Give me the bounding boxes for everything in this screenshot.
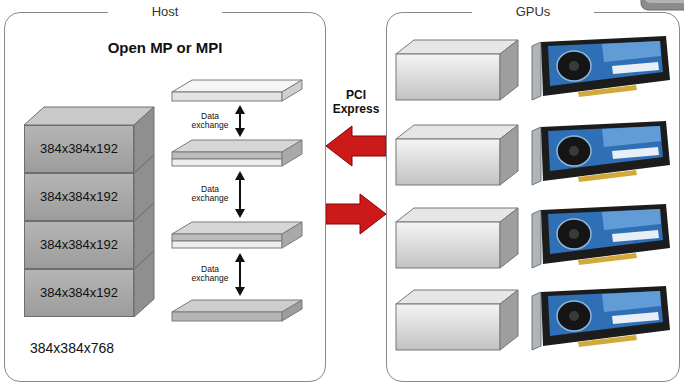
- data-block: 384x384x192: [24, 269, 134, 317]
- label-holder: 384x384x768: [30, 340, 170, 357]
- corner-tab: [641, 0, 684, 10]
- gpu-panel: GPUs: [386, 12, 680, 382]
- panel-title: Host: [108, 4, 223, 20]
- gpu-memory-block: [500, 40, 518, 100]
- gpu-memory-block: [396, 40, 518, 54]
- slab: [172, 222, 302, 234]
- slab: [282, 300, 302, 321]
- block-size: 384x384x192: [40, 285, 118, 301]
- exchange-arrow: [239, 178, 241, 211]
- label-holder: Data exchange: [188, 112, 232, 130]
- gpu-memory-block: [500, 290, 518, 350]
- slab: [172, 159, 282, 166]
- gpu-memory-block: [396, 222, 500, 268]
- slab: [172, 300, 302, 312]
- gpu-card: [532, 36, 670, 100]
- slab: [172, 80, 302, 92]
- block-size: 384x384x192: [40, 237, 118, 253]
- exchange-arrow: [239, 260, 241, 289]
- label-holder: PCI Express: [326, 88, 386, 116]
- panel-title: GPUs: [472, 4, 595, 20]
- stack-faces: [134, 251, 154, 317]
- gpu-memory-block: [396, 125, 518, 139]
- exchange-label: Data exchange: [188, 265, 232, 283]
- transfer-arrow: [326, 126, 386, 166]
- slab: [282, 80, 302, 101]
- gpu-memory-block: [396, 304, 500, 350]
- slab: [172, 241, 282, 248]
- gpu-card: [532, 36, 670, 350]
- exchange-arrow: [239, 112, 241, 130]
- exchange-arrow: [235, 253, 245, 262]
- gpu-card: [532, 204, 670, 268]
- exchange-arrow: [235, 171, 245, 180]
- exchange-arrow: [235, 105, 245, 296]
- stack-faces: [24, 107, 154, 125]
- gpu-memory-block: [396, 290, 518, 304]
- data-block: 384x384x192: [24, 125, 134, 173]
- panel-heading: Open MP or MPI: [108, 39, 223, 57]
- gpu-memory-block: [396, 54, 500, 100]
- exchange-arrow: [235, 209, 245, 218]
- gpu-memory-block: [396, 139, 500, 185]
- data-block: 384x384x192: [24, 221, 134, 269]
- gpu-card: [532, 121, 670, 185]
- gpu-memory-block: [396, 208, 518, 222]
- slab: [172, 234, 282, 241]
- gpu-card: [532, 286, 670, 350]
- corner-tab: [641, 0, 684, 10]
- label-holder: Data exchange: [188, 265, 232, 283]
- slab: [172, 152, 282, 159]
- exchange-arrow: [235, 287, 245, 296]
- exchange-arrow: [235, 105, 245, 114]
- gpu-memory-block: [396, 40, 518, 350]
- exchange-arrow: [235, 128, 245, 137]
- slab: [172, 140, 302, 152]
- total-size: 384x384x768: [30, 340, 170, 357]
- slab: [172, 312, 282, 321]
- exchange-label: Data exchange: [188, 185, 232, 203]
- bus-label: PCI Express: [326, 88, 386, 116]
- exchange-label: Data exchange: [188, 112, 232, 130]
- transfer-arrow: [326, 194, 386, 234]
- slab: [172, 92, 282, 101]
- corner-tab: [645, 0, 684, 3]
- gpu-memory-block: [500, 125, 518, 185]
- label-holder: Data exchange: [188, 185, 232, 203]
- slab: [282, 140, 302, 166]
- slab: [172, 80, 302, 321]
- block-size: 384x384x192: [40, 189, 118, 205]
- slab: [282, 222, 302, 248]
- data-block: 384x384x192: [24, 173, 134, 221]
- host-panel: HostOpen MP or MPI384x384x192384x384x192…: [4, 12, 326, 382]
- stack-faces: [24, 107, 154, 317]
- gpu-memory-block: [500, 208, 518, 268]
- block-size: 384x384x192: [40, 141, 118, 157]
